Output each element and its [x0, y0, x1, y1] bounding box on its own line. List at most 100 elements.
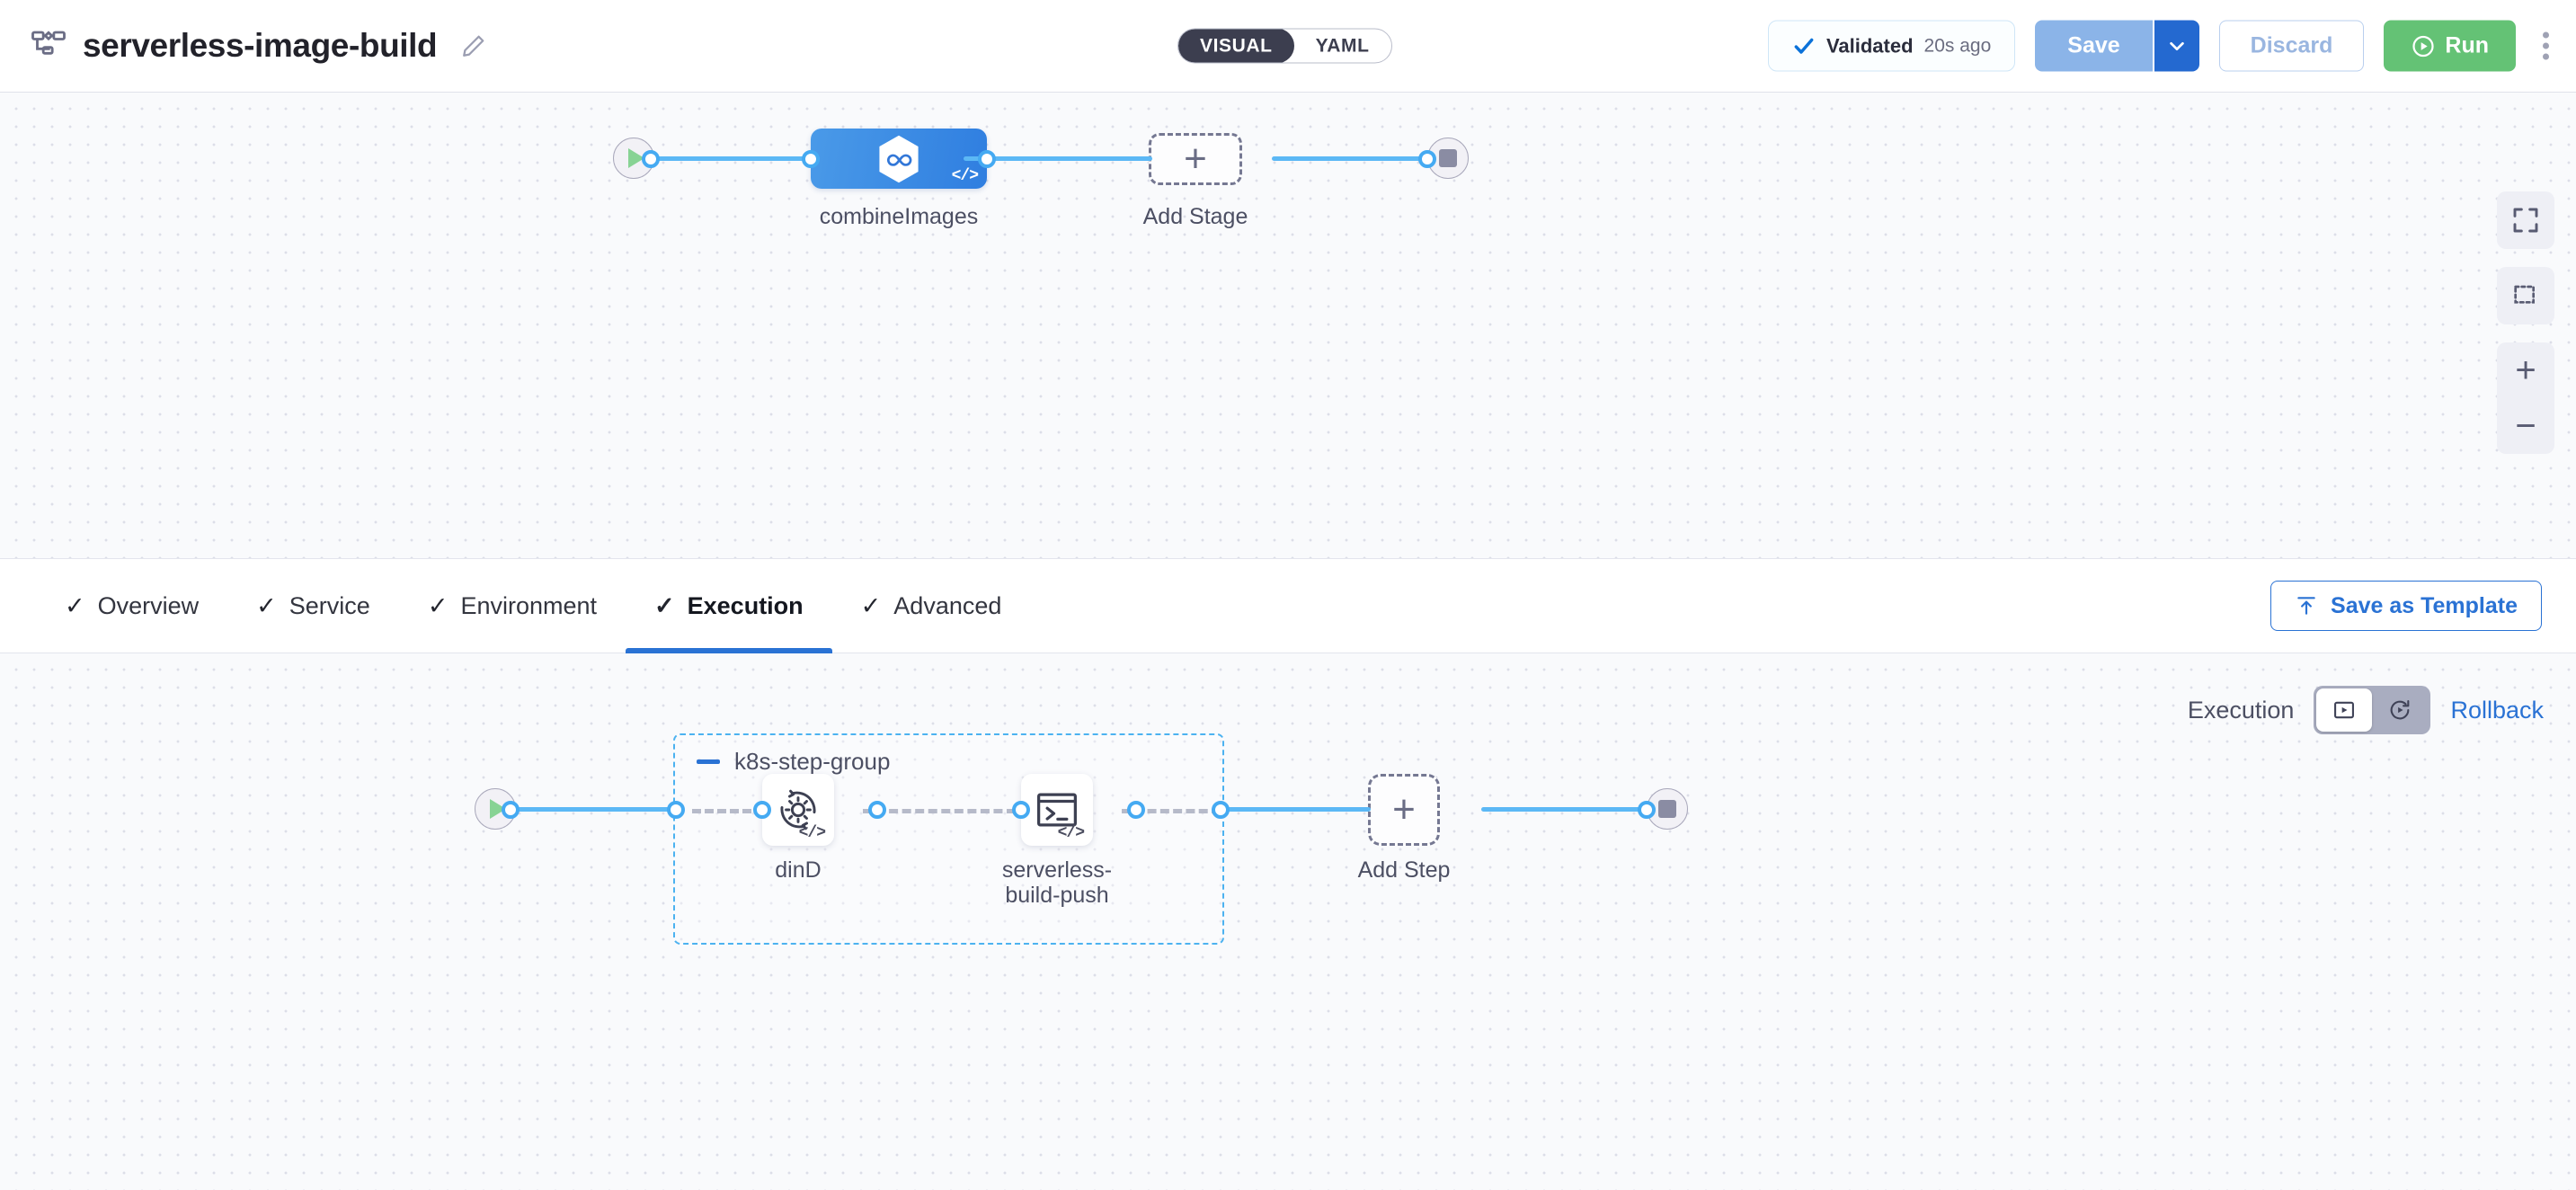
code-marker: </>: [951, 167, 979, 185]
terminal-icon: [1034, 786, 1080, 833]
connector-dot[interactable]: [502, 801, 520, 819]
tab-execution[interactable]: ✓ Execution: [626, 559, 832, 653]
tab-advanced[interactable]: ✓ Advanced: [832, 559, 1031, 653]
step-node-serverless-build-push[interactable]: </>: [1021, 774, 1093, 846]
tab-yaml[interactable]: YAML: [1315, 35, 1370, 57]
check-icon: ✓: [65, 591, 85, 619]
connector-dot[interactable]: [667, 801, 685, 819]
marquee-select-icon: [2511, 281, 2540, 310]
start-node[interactable]: [475, 788, 516, 830]
kebab-menu-icon[interactable]: [2536, 23, 2556, 69]
add-step-button[interactable]: +: [1368, 774, 1440, 846]
rollback-icon: [2387, 697, 2412, 723]
stop-icon: [1658, 800, 1676, 818]
execution-view-toggle[interactable]: [2316, 688, 2373, 732]
connector-dot[interactable]: [978, 150, 996, 168]
execution-step-canvas[interactable]: Execution: [0, 653, 2576, 1190]
step-label-serverless-build-push: serverless- build-push: [1001, 857, 1113, 908]
execution-header[interactable]: Execution: [2188, 686, 2544, 734]
zoom-out-button[interactable]: −: [2497, 398, 2554, 454]
tab-label: Overview: [97, 591, 200, 619]
tab-label: Service: [289, 591, 370, 619]
mode-toggle[interactable]: VISUAL YAML: [1177, 28, 1392, 64]
stop-icon: [1439, 149, 1457, 167]
fit-to-screen-button[interactable]: [2497, 191, 2554, 249]
tab-visual[interactable]: VISUAL: [1178, 29, 1294, 63]
end-node[interactable]: [1427, 138, 1469, 179]
canvas-controls[interactable]: + −: [2497, 191, 2554, 454]
edge-start-to-group: [507, 807, 682, 812]
play-icon: [627, 148, 644, 168]
tab-label: Advanced: [893, 591, 1002, 619]
execution-rollback-toggle[interactable]: [2314, 686, 2431, 734]
tab-environment[interactable]: ✓ Environment: [399, 559, 626, 653]
minus-icon: −: [2515, 406, 2536, 446]
tab-service[interactable]: ✓Service: [227, 559, 399, 653]
tab-overview[interactable]: ✓ Overview: [36, 559, 227, 653]
save-as-template-label: Save as Template: [2331, 592, 2518, 618]
run-button[interactable]: Run: [2384, 20, 2516, 72]
save-button-group[interactable]: Save: [2035, 20, 2199, 72]
gear-sync-icon: [775, 786, 822, 833]
marquee-select-button[interactable]: [2497, 267, 2554, 324]
edge-addstep-to-end: [1481, 807, 1652, 812]
step-group-title: k8s-step-group: [734, 748, 891, 775]
connector-dot[interactable]: [802, 150, 820, 168]
tabs[interactable]: ✓Overview✓Service✓Environment✓Execution✓…: [0, 559, 1030, 653]
add-stage-button[interactable]: +: [1149, 133, 1242, 185]
stage-node-combineimages[interactable]: </>: [811, 129, 987, 189]
tab-label: Execution: [687, 591, 804, 619]
harness-hex-icon: [875, 134, 922, 184]
stage-label: combineImages: [819, 204, 979, 229]
edge-group-to-dind: [692, 809, 764, 813]
connector-dot[interactable]: [1212, 801, 1230, 819]
execution-icon: [2332, 697, 2357, 723]
fit-screen-icon: [2511, 206, 2540, 235]
plus-icon: +: [1184, 137, 1207, 181]
edge-stage-to-addstage: [964, 156, 1152, 161]
check-icon: ✓: [427, 591, 449, 619]
connector-dot[interactable]: [1638, 801, 1656, 819]
minus-icon[interactable]: [697, 759, 720, 764]
step-node-dind[interactable]: </>: [762, 774, 834, 846]
edge-addstage-to-end: [1272, 156, 1434, 161]
save-dropdown-button[interactable]: [2152, 20, 2199, 72]
connector-dot[interactable]: [753, 801, 771, 819]
edge-buildpush-to-groupend: [1122, 809, 1221, 813]
execution-label: Execution: [2187, 696, 2295, 724]
pencil-icon[interactable]: [453, 32, 487, 59]
plus-icon: +: [1392, 787, 1416, 831]
validated-label: Validated: [1825, 34, 1914, 57]
connector-dot[interactable]: [642, 150, 660, 168]
tab-label: Environment: [460, 591, 598, 619]
zoom-controls[interactable]: + −: [2497, 342, 2554, 454]
chevron-down-icon: [2167, 36, 2187, 56]
zoom-in-button[interactable]: +: [2497, 342, 2554, 398]
add-step-label: Add Step: [1357, 857, 1451, 883]
code-marker: </>: [798, 824, 826, 842]
check-icon: ✓: [654, 591, 675, 619]
discard-button[interactable]: Discard: [2218, 20, 2365, 72]
edge-group-to-addstep: [1218, 807, 1371, 812]
rollback-view-toggle[interactable]: [2372, 688, 2428, 732]
connector-dot[interactable]: [1418, 150, 1436, 168]
pipeline-icon: [31, 28, 67, 64]
check-icon: ✓: [860, 591, 882, 619]
page-title: serverless-image-build: [83, 27, 438, 64]
connector-dot[interactable]: [1127, 801, 1145, 819]
step-label-dind: dinD: [775, 857, 822, 883]
save-as-template-button[interactable]: Save as Template: [2270, 581, 2542, 631]
play-icon: [489, 799, 506, 819]
rollback-link[interactable]: Rollback: [2450, 696, 2544, 724]
validated-time: 20s ago: [1923, 35, 1992, 56]
pipeline-stage-canvas[interactable]: </> combineImages + Add Stage: [0, 93, 2576, 558]
add-stage-label: Add Stage: [1142, 204, 1248, 229]
template-upload-icon: [2295, 594, 2318, 617]
connector-dot[interactable]: [1012, 801, 1030, 819]
step-group-k8s-step-group[interactable]: k8s-step-group: [673, 733, 1224, 945]
save-button[interactable]: Save: [2035, 20, 2153, 72]
check-icon: [1792, 34, 1816, 58]
edge-dind-to-buildpush: [863, 809, 1016, 813]
status-badge: Validated 20s ago: [1767, 20, 2016, 72]
connector-dot[interactable]: [868, 801, 886, 819]
